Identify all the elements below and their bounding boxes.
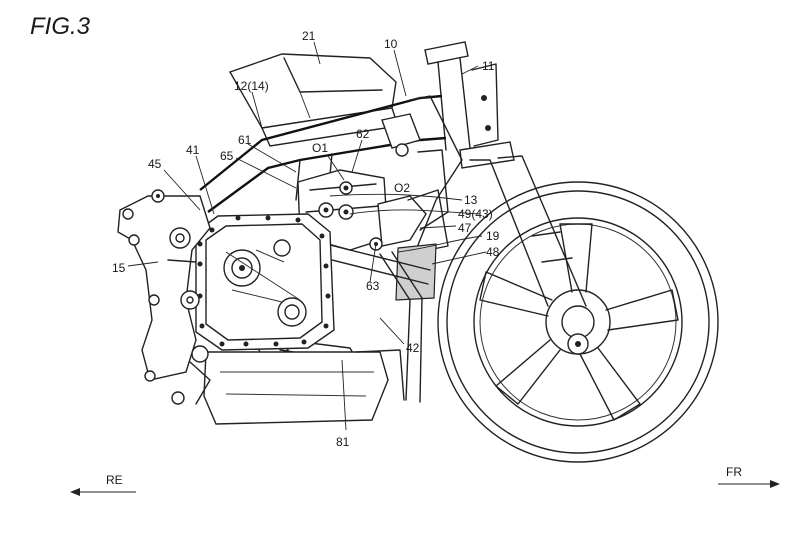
label-21: 21: [302, 29, 316, 43]
label-45: 45: [148, 157, 162, 171]
figure-title: FIG.3: [30, 13, 91, 40]
rear-label: RE: [106, 473, 123, 487]
reference-numerals: 21 10 11 12(14) 61 62 O1 O2 65 41 45 13 …: [112, 29, 500, 449]
label-65: 65: [220, 149, 234, 163]
front-direction: FR: [718, 465, 780, 488]
oil-pan: [203, 349, 405, 425]
label-15: 15: [112, 261, 126, 275]
front-wheel: [437, 181, 719, 463]
label-O2: O2: [394, 181, 410, 195]
rear-frame: [117, 189, 211, 405]
label-49-43: 49(43): [458, 207, 493, 221]
label-19: 19: [486, 229, 500, 243]
label-48: 48: [486, 245, 500, 259]
label-13: 13: [464, 193, 478, 207]
label-O1: O1: [312, 141, 328, 155]
cover-bolts: [197, 215, 331, 347]
front-label: FR: [726, 465, 742, 479]
label-61: 61: [238, 133, 252, 147]
front-fork: [424, 41, 589, 355]
rear-arrowhead-icon: [70, 488, 80, 496]
front-arrowhead-icon: [770, 480, 780, 488]
label-12-14: 12(14): [234, 79, 269, 93]
label-62: 62: [356, 127, 370, 141]
label-47: 47: [458, 221, 472, 235]
leader-lines: [127, 41, 487, 431]
label-10: 10: [384, 37, 398, 51]
label-41: 41: [186, 143, 200, 157]
label-63: 63: [366, 279, 380, 293]
label-42: 42: [406, 341, 420, 355]
rear-direction: RE: [70, 473, 136, 496]
label-81: 81: [336, 435, 350, 449]
crankcase: [195, 213, 335, 351]
fuel-tank: [228, 53, 399, 147]
label-11: 11: [482, 59, 495, 73]
